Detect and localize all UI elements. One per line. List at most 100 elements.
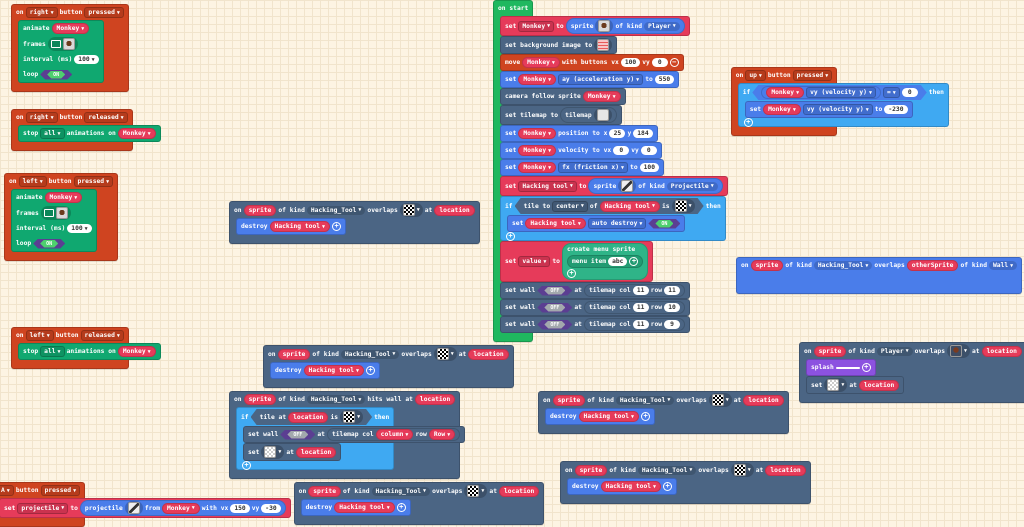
text-input[interactable]: [835, 366, 860, 369]
number-input[interactable]: 0: [640, 146, 657, 155]
variable-monkey[interactable]: Monkey▼: [51, 23, 90, 34]
variable-row[interactable]: Row▼: [428, 429, 456, 440]
image-picker[interactable]: ▼: [730, 463, 754, 477]
add-plus-icon[interactable]: +: [332, 222, 342, 231]
add-plus-icon[interactable]: +: [566, 269, 576, 278]
block-set-background-image-to[interactable]: set background image to: [500, 36, 618, 54]
number-input[interactable]: 0: [902, 88, 918, 97]
variable-hacking-tool[interactable]: Hacking tool▼: [334, 502, 395, 513]
dropdown-vy-velocity-y[interactable]: vy (velocity y)▼: [806, 87, 876, 98]
variable-sprite[interactable]: sprite: [750, 260, 784, 271]
frames-picker[interactable]: [47, 37, 78, 51]
dropdown-all[interactable]: all▼: [40, 128, 65, 139]
variable-monkey[interactable]: Monkey▼: [582, 91, 621, 102]
variable-hacking-tool[interactable]: Hacking tool▼: [600, 481, 662, 492]
add-plus-icon[interactable]: +: [242, 460, 251, 470]
number-input[interactable]: -230: [884, 105, 908, 114]
number-input[interactable]: 10: [664, 303, 681, 312]
variable-hacking-tool[interactable]: Hacking tool▼: [525, 218, 586, 229]
dropdown-right[interactable]: right▼: [25, 7, 58, 18]
dropdown-center[interactable]: center▼: [552, 201, 588, 212]
number-input[interactable]: 11: [632, 286, 649, 295]
toggle-on[interactable]: ON: [648, 219, 680, 229]
variable-monkey[interactable]: Monkey▼: [766, 87, 804, 98]
variable-monkey[interactable]: Monkey▼: [162, 502, 200, 514]
dropdown-released[interactable]: released▼: [84, 112, 128, 123]
variable-monkey[interactable]: Monkey▼: [518, 128, 557, 139]
image-picker[interactable]: [594, 38, 613, 52]
add-plus-icon[interactable]: +: [641, 412, 651, 421]
add-plus-icon[interactable]: +: [743, 117, 753, 127]
variable-location[interactable]: location: [858, 379, 900, 391]
remove-minus-icon[interactable]: −: [669, 58, 679, 67]
dropdown-value[interactable]: value▼: [518, 256, 551, 267]
toggle-off[interactable]: OFF: [537, 303, 572, 313]
dropdown-vy-velocity-y[interactable]: vy (velocity y)▼: [802, 104, 873, 115]
variable-monkey[interactable]: Monkey▼: [522, 57, 560, 68]
kind-dropdown-wall[interactable]: Wall▼: [989, 261, 1018, 270]
toggle-off[interactable]: OFF: [537, 286, 572, 296]
dropdown-up[interactable]: up▼: [745, 70, 766, 81]
add-plus-icon[interactable]: +: [663, 482, 673, 491]
variable-location[interactable]: location: [414, 394, 456, 405]
dropdown-pressed[interactable]: pressed▼: [84, 7, 124, 18]
frames-picker[interactable]: [40, 206, 71, 220]
number-input[interactable]: 11: [632, 320, 649, 329]
add-plus-icon[interactable]: +: [396, 503, 406, 512]
number-input[interactable]: 0: [613, 146, 630, 155]
dropdown-right[interactable]: right▼: [25, 112, 58, 123]
number-input[interactable]: 100: [639, 163, 659, 172]
image-picker[interactable]: [593, 108, 612, 122]
kind-dropdown-projectile[interactable]: Projectile▼: [666, 181, 718, 191]
dropdown-left[interactable]: left▼: [18, 176, 47, 187]
variable-monkey[interactable]: Monkey▼: [518, 145, 557, 156]
kind-dropdown-hacking-tool[interactable]: Hacking_Tool▼: [615, 395, 675, 405]
image-picker[interactable]: ▼: [824, 378, 848, 392]
number-input[interactable]: 550: [654, 75, 675, 84]
variable-hacking-tool[interactable]: Hacking tool▼: [269, 221, 331, 232]
image-picker[interactable]: ▼: [399, 203, 423, 217]
toggle-on[interactable]: ON: [33, 239, 65, 249]
number-input[interactable]: 100▼: [74, 55, 99, 64]
dropdown-auto-destroy[interactable]: auto destroy▼: [587, 218, 647, 229]
kind-dropdown-hacking-tool[interactable]: Hacking_Tool▼: [813, 261, 873, 270]
number-input[interactable]: -30: [261, 503, 281, 513]
variable-monkey[interactable]: Monkey▼: [117, 128, 156, 139]
dropdown-left[interactable]: left▼: [25, 330, 54, 341]
variable-location[interactable]: location: [981, 345, 1022, 357]
variable-monkey[interactable]: Monkey▼: [763, 104, 801, 115]
number-input[interactable]: 9: [664, 320, 681, 329]
variable-location[interactable]: location: [295, 446, 337, 458]
variable-othersprite[interactable]: otherSprite: [906, 260, 959, 271]
